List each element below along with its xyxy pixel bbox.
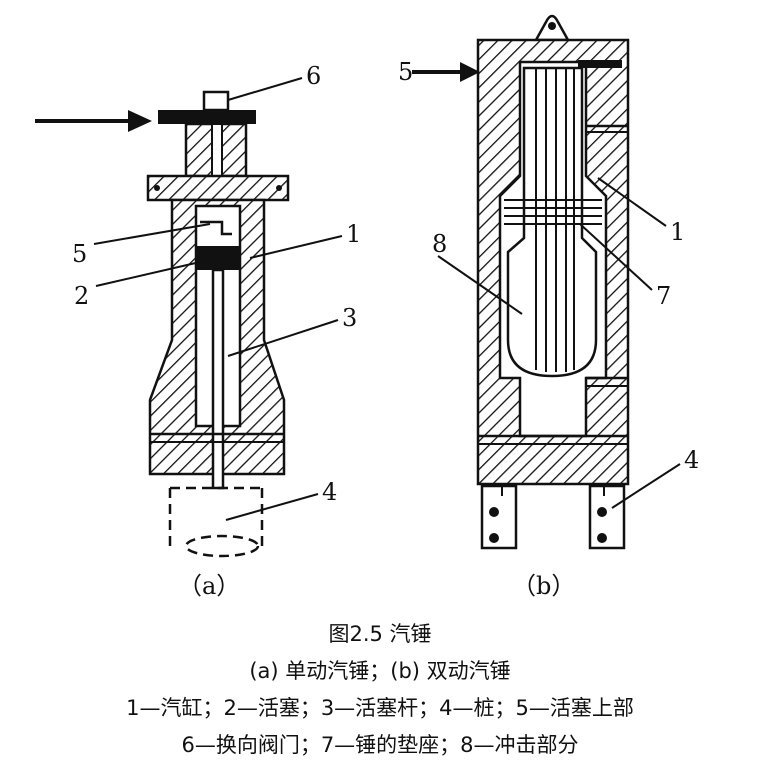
- figure-legend-line-2: 6—换向阀门；7—锤的垫座；8—冲击部分: [181, 733, 579, 757]
- panel-a-hammer: 6 5 2 1 3 4 （a）: [35, 62, 361, 600]
- callout-b-5: 5: [398, 58, 413, 86]
- panel-b-steam-arrow: [412, 62, 480, 82]
- figure-caption-subtitle: (a) 单动汽锤；(b) 双动汽锤: [249, 659, 511, 683]
- figure-legend-line-1: 1—汽缸；2—活塞；3—活塞杆；4—桩；5—活塞上部: [126, 696, 634, 720]
- panel-b-label: （b）: [512, 572, 575, 600]
- figure-caption-title: 图2.5 汽锤: [328, 622, 432, 646]
- pile-a: [168, 486, 264, 558]
- callout-b-7: 7: [656, 282, 671, 310]
- panel-a-steam-arrow: [35, 110, 152, 132]
- callout-b-1: 1: [670, 218, 685, 246]
- panel-a-label: （a）: [178, 572, 240, 600]
- piston-rod: [211, 268, 225, 490]
- callout-a-2: 2: [74, 282, 89, 310]
- callout-a-1: 1: [346, 220, 361, 248]
- cylinder-flange: [146, 174, 290, 202]
- piston: [196, 246, 240, 270]
- callout-a-6: 6: [306, 62, 321, 90]
- callout-a-4: 4: [322, 478, 337, 506]
- valve-plate: [158, 110, 256, 124]
- callout-a-3: 3: [342, 304, 357, 332]
- figure-diagram: 6 5 2 1 3 4 （a）: [35, 14, 699, 600]
- panel-b-hammer: 5 8 1 7 4 （b）: [398, 14, 699, 600]
- valve-cap: [202, 90, 230, 112]
- callout-b-8: 8: [432, 230, 447, 258]
- callout-a-5: 5: [72, 240, 87, 268]
- pile-holders: [480, 484, 626, 550]
- callout-b-4: 4: [684, 446, 699, 474]
